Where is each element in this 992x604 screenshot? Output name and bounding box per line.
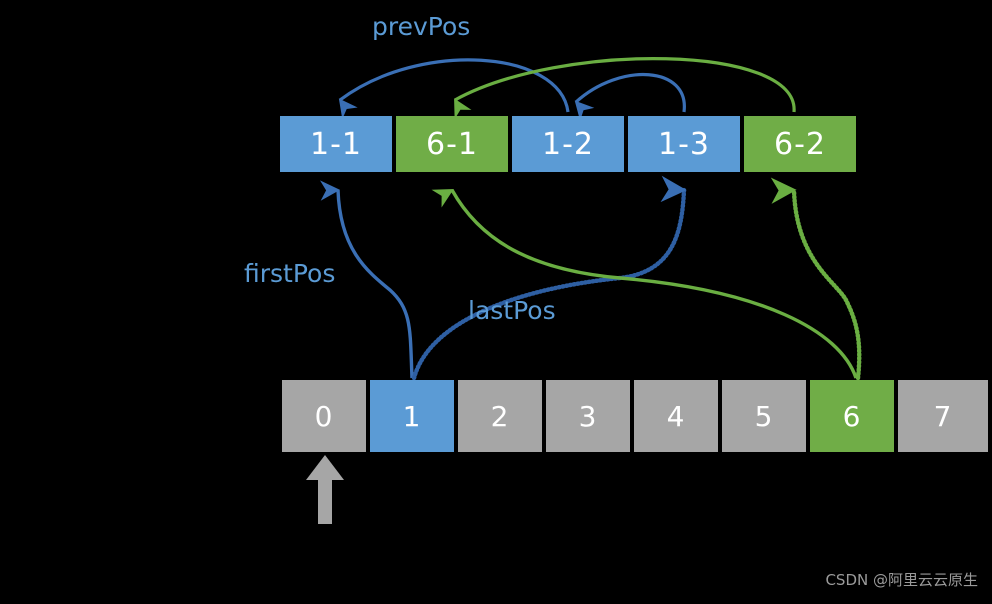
prevpos-label: prevPos [372, 12, 471, 41]
bucket-cell-3[interactable]: 1-3 [628, 116, 740, 172]
firstpos-curve-array6-to-6-1 [431, 189, 858, 379]
firstpos-curve-array1-to-1-1 [319, 180, 414, 379]
bucket-cell-2[interactable]: 1-2 [512, 116, 624, 172]
bucket-cell-label: 1-3 [658, 126, 710, 162]
prevpos-arc-1-2-to-1-1 [338, 58, 570, 120]
lastpos-curve-array1-to-1-3 [411, 175, 687, 381]
bucket-cell-label: 6-2 [774, 126, 826, 162]
lastpos-label: lastPos [468, 296, 556, 325]
lastpos-curve-array6-to-6-2 [770, 177, 862, 381]
prevpos-arc-6-2-to-6-1 [454, 57, 796, 120]
array-cell-4[interactable]: 4 [634, 380, 718, 452]
array-cell-label: 5 [754, 399, 774, 433]
array-cell-0[interactable]: 0 [282, 380, 366, 452]
firstpos-label: firstPos [244, 259, 336, 288]
bucket-cell-1[interactable]: 6-1 [396, 116, 508, 172]
bucket-cell-0[interactable]: 1-1 [280, 116, 392, 172]
bucket-cell-label: 6-1 [426, 126, 478, 162]
array-cell-label: 7 [933, 399, 953, 433]
array-cell-5[interactable]: 5 [722, 380, 806, 452]
array-cell-7[interactable]: 7 [898, 380, 988, 452]
array-cell-label: 3 [578, 399, 598, 433]
array-cell-2[interactable]: 2 [458, 380, 542, 452]
csdn-watermark: CSDN @阿里云云原生 [825, 571, 978, 589]
prevpos-arc-1-3-to-1-2 [574, 73, 686, 121]
array-cell-label: 0 [314, 399, 334, 433]
bucket-cell-label: 1-2 [542, 126, 594, 162]
array-cell-label: 1 [402, 399, 422, 433]
bucket-cell-label: 1-1 [310, 126, 362, 162]
array-cell-3[interactable]: 3 [546, 380, 630, 452]
array-cursor-arrow [306, 455, 344, 524]
array-cell-label: 2 [490, 399, 510, 433]
array-cell-label: 4 [666, 399, 686, 433]
bucket-cell-4[interactable]: 6-2 [744, 116, 856, 172]
array-cell-6[interactable]: 6 [810, 380, 894, 452]
array-cell-1[interactable]: 1 [370, 380, 454, 452]
array-cell-label: 6 [842, 399, 862, 433]
